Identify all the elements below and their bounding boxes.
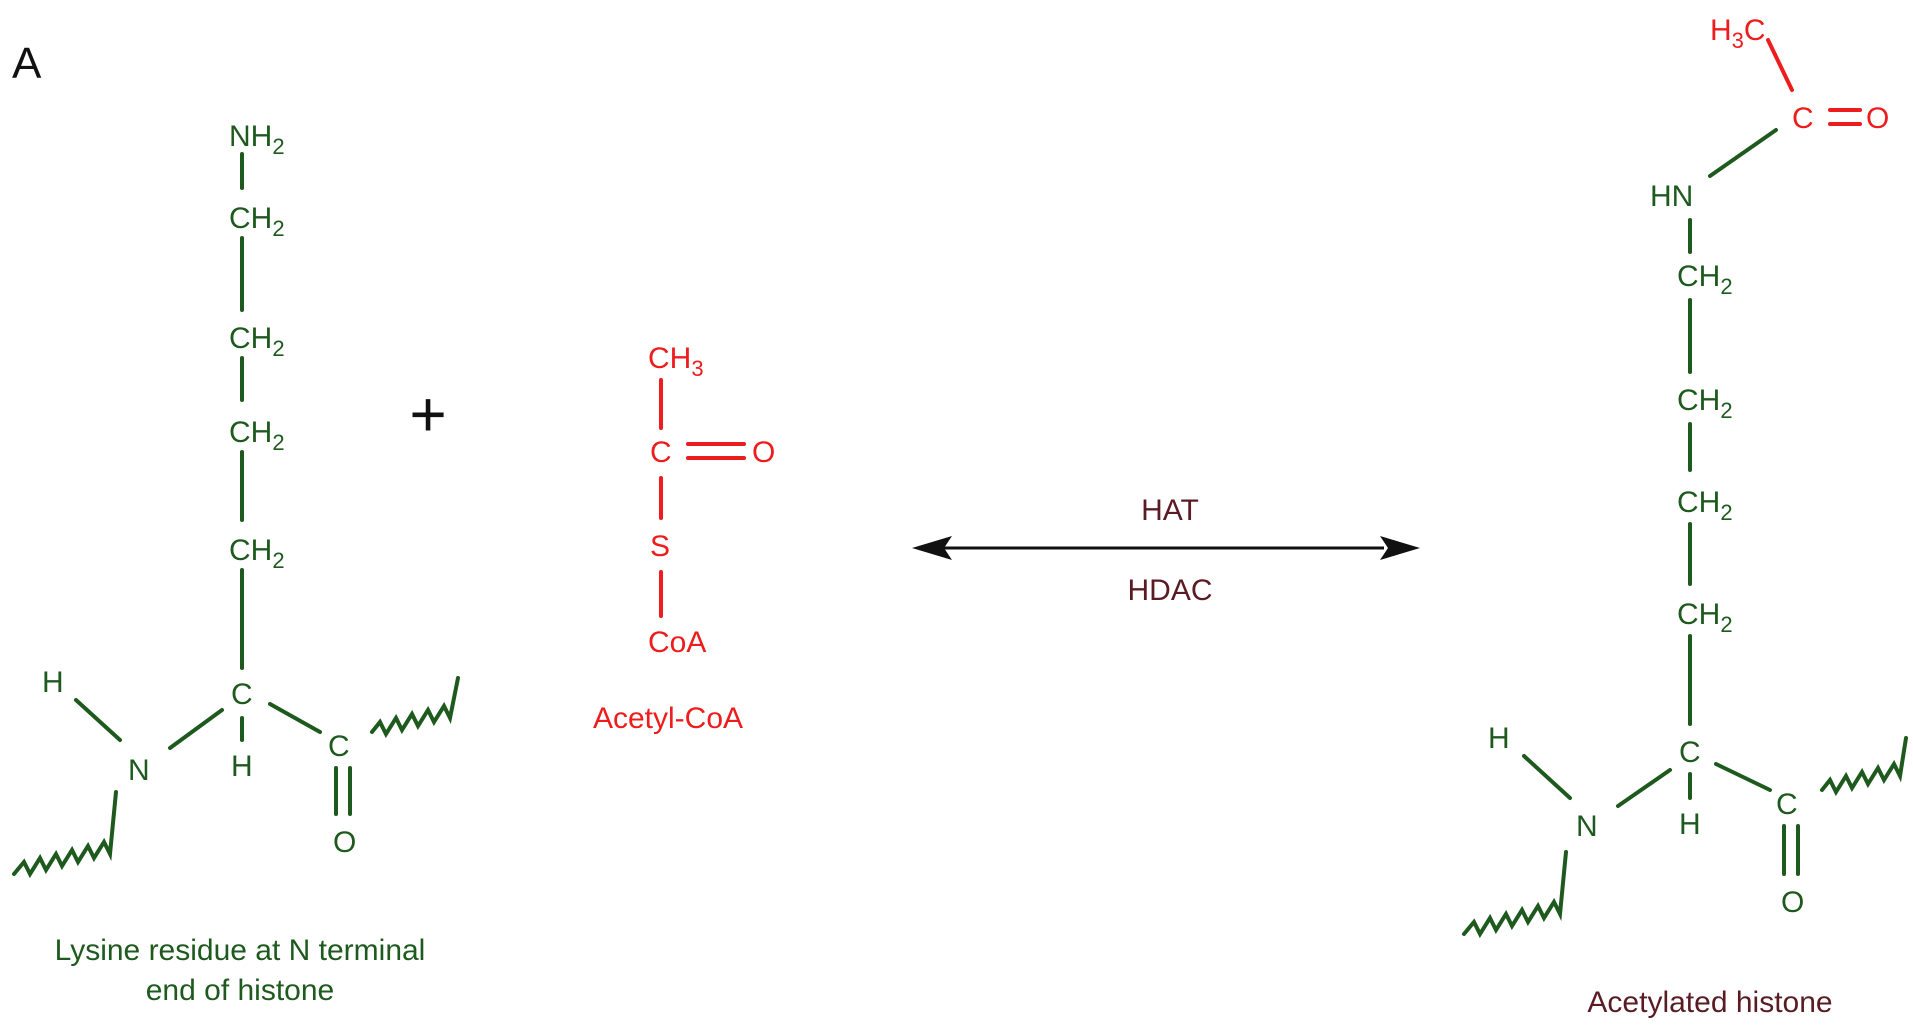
product-ch2-1: CH2: [1677, 260, 1733, 299]
product-alpha-h: H: [1679, 808, 1701, 841]
product-amide-h: H: [1488, 722, 1510, 755]
bond-hn-acyl-c: [1708, 128, 1778, 178]
peptide-backbone-right: [370, 676, 460, 739]
product-carbonyl-o: O: [1781, 886, 1804, 919]
lysine-caption-line1: Lysine residue at N terminal: [55, 934, 426, 967]
lysine-nh2: NH2: [229, 120, 285, 159]
lysine-ch2-1: CH2: [229, 202, 285, 241]
bond-p-n-calpha: [1616, 768, 1672, 808]
bond-calpha-ccarbonyl: [268, 702, 322, 734]
bond-n-calpha: [168, 708, 224, 750]
acetyl-coa: CH3 C O S CoA Acetyl-CoA: [593, 342, 775, 735]
peptide-backbone-left: [12, 790, 118, 879]
acetyl-o: O: [752, 436, 775, 469]
lysine-residue: NH2 CH2 CH2 CH2 CH2 C H H N C O Lysine r…: [12, 120, 460, 1007]
lysine-ch2-2: CH2: [229, 322, 285, 361]
lysine-caption-line2: end of histone: [146, 974, 334, 1007]
product-ch2-4: CH2: [1677, 598, 1733, 637]
plus-sign: +: [409, 378, 446, 450]
product-alpha-c: C: [1679, 736, 1701, 769]
lysine-alpha-h: H: [231, 750, 253, 783]
bond-p-h-n: [1522, 754, 1572, 800]
hat-label: HAT: [1141, 494, 1199, 527]
lysine-ch2-4: CH2: [229, 534, 285, 573]
product-backbone-right: [1820, 736, 1908, 797]
acetyl-coa-group: CoA: [648, 626, 706, 659]
product-acyl-c: C: [1792, 102, 1814, 135]
arrow-head-right: [1380, 536, 1420, 560]
lysine-carbonyl-o: O: [333, 826, 356, 859]
acetyl-ch3: CH3: [648, 342, 704, 381]
acetyl-s: S: [650, 530, 670, 563]
product-carbonyl-c: C: [1776, 788, 1798, 821]
product-ch2-2: CH2: [1677, 384, 1733, 423]
product-ch2-3: CH2: [1677, 486, 1733, 525]
acetylated-histone: H3C C O HN CH2 CH2 CH2 CH2 C H H N C O A…: [1462, 14, 1908, 1019]
panel-label: A: [12, 39, 42, 88]
product-amide-n: N: [1576, 810, 1598, 843]
acetyl-c: C: [650, 436, 672, 469]
lysine-carbonyl-c: C: [328, 730, 350, 763]
lysine-amide-h: H: [42, 666, 64, 699]
product-hn: HN: [1650, 180, 1693, 213]
product-h3c: H3C: [1710, 14, 1766, 53]
product-backbone-left: [1462, 850, 1568, 939]
lysine-amide-n: N: [128, 754, 150, 787]
bond-h-n: [74, 698, 122, 742]
acetyl-coa-caption: Acetyl-CoA: [593, 702, 743, 735]
product-caption: Acetylated histone: [1587, 986, 1832, 1019]
hdac-label: HDAC: [1127, 574, 1212, 607]
bond-h3c-c: [1766, 38, 1794, 92]
lysine-ch2-3: CH2: [229, 416, 285, 455]
bond-p-calpha-ccarbonyl: [1714, 762, 1772, 792]
product-acyl-o: O: [1866, 102, 1889, 135]
arrow-head-left: [912, 536, 952, 560]
lysine-alpha-c: C: [231, 678, 253, 711]
reversible-reaction-arrow: HAT HDAC: [912, 494, 1420, 607]
